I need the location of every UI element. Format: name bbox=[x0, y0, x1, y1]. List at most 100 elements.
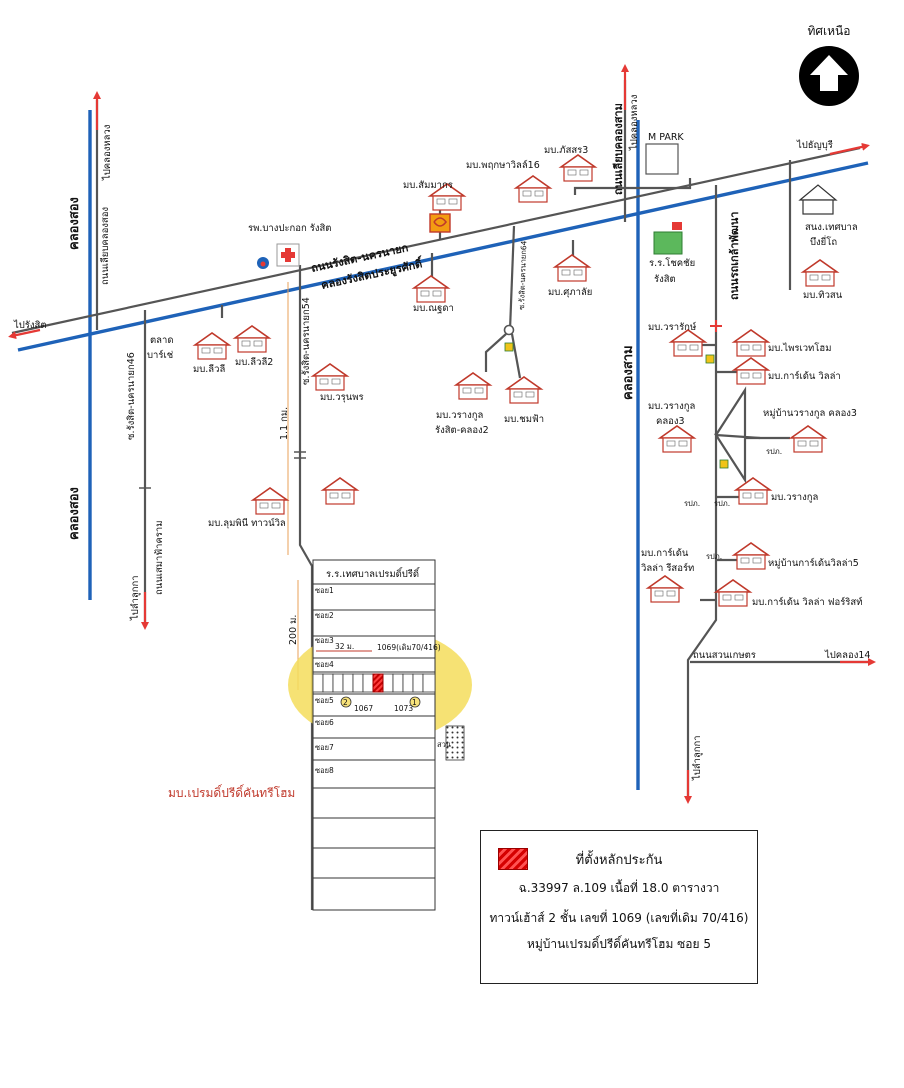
road-label-lat-khlong-song: ถนนเลียบคลองสอง bbox=[99, 207, 111, 285]
roundabout bbox=[503, 324, 515, 336]
house-icon bbox=[194, 332, 230, 360]
village-supalai: มบ.ศุภาลัย bbox=[548, 287, 592, 298]
seven-eleven-icon bbox=[719, 459, 729, 469]
distance-1-1km: 1.1 กม. bbox=[279, 407, 290, 440]
village-garden-resort-b: วิลล่า รีสอร์ท bbox=[640, 562, 694, 574]
road-label-romklao: ถนนรถเกล้าพัฒนา bbox=[728, 212, 741, 301]
rpk-label: รปภ. bbox=[766, 447, 782, 456]
canal-rangsit bbox=[17, 161, 869, 352]
road-label-sema: ถนนเสมาฟ้าคราม bbox=[154, 521, 165, 596]
canal-label-khlong-song-a: คลองสอง bbox=[67, 197, 82, 250]
village-chomfa: มบ.ชมฟ้า bbox=[504, 414, 544, 425]
soi-label: ซอย2 bbox=[315, 611, 334, 620]
village-warunporn: มบ.วรุนพร bbox=[320, 392, 364, 403]
distance-32m: 32 ม. bbox=[335, 642, 354, 651]
village-garden-forrest: มบ.การ์เด้น วิลล่า ฟอร์ริสท์ bbox=[752, 596, 862, 608]
house-icon bbox=[735, 477, 771, 505]
collateral-plot bbox=[372, 673, 384, 693]
road-warangkul-branch bbox=[484, 333, 507, 372]
legend-line-3: หมู่บ้านเปรมดิ์ปรีดิ์คันทรีโฮม ซอย 5 bbox=[526, 937, 711, 951]
village-warangkul-k3: หมู่บ้านวรางกูล คลอง3 bbox=[763, 408, 857, 419]
house-icon bbox=[670, 329, 706, 357]
house-icon bbox=[515, 175, 551, 203]
house-icon bbox=[322, 477, 358, 505]
road-chomfa-branch bbox=[510, 333, 522, 379]
village-tiwson: มบ.ทิวสน bbox=[803, 290, 843, 301]
dir-to-khlong-luang-2: ไปคลองหลวง bbox=[628, 95, 640, 151]
marker-2 bbox=[340, 696, 352, 708]
village-warangkul-k3-b: คลอง3 bbox=[656, 416, 685, 427]
house-icon bbox=[733, 357, 769, 385]
fuel-station-inner bbox=[260, 261, 266, 267]
soi-label: ซอย5 bbox=[315, 696, 334, 705]
place-municipal-office: สนง.เทศบาล bbox=[805, 222, 858, 233]
soi-label: ซอย8 bbox=[315, 766, 334, 775]
rpk-label: รปภ. bbox=[714, 499, 730, 508]
plot-1073: 1073 bbox=[394, 704, 413, 713]
north-indicator: ทิศเหนือ bbox=[797, 22, 861, 111]
legend-line-2: ทาวน์เฮ้าส์ 2 ชั้น เลขที่ 1069 (เลขที่เด… bbox=[489, 911, 749, 925]
m-park-label: M PARK bbox=[648, 132, 684, 143]
municipal-office-body bbox=[802, 199, 834, 215]
village-lumpini: มบ.ลุมพินี ทาวน์วิล bbox=[208, 517, 286, 529]
canal-label-khlong-sam: คลองสาม bbox=[621, 345, 636, 400]
seven-eleven-icon bbox=[504, 342, 514, 352]
school-chokchai-flag bbox=[672, 222, 682, 230]
village-garden-villa5: หมู่บ้านการ์เด้นวิลล่า5 bbox=[768, 557, 859, 569]
village-warangkul-b: รังสิต-คลอง2 bbox=[435, 425, 489, 436]
house-icon bbox=[234, 325, 270, 353]
village-garden-villa: มบ.การ์เด้น วิลล่า bbox=[768, 370, 841, 382]
soi-label: ซอย6 bbox=[315, 718, 334, 727]
main-road bbox=[11, 146, 861, 335]
place-school-chokchai: ร.ร.โชคชัย bbox=[649, 257, 695, 269]
village-lisa2: มบ.ลีวลี2 bbox=[235, 356, 273, 368]
school-prem-box bbox=[312, 559, 436, 585]
north-label: ทิศเหนือ bbox=[807, 24, 851, 38]
hospital-cross-h bbox=[281, 252, 295, 258]
collateral-swatch bbox=[498, 848, 528, 870]
soi-lots bbox=[312, 583, 436, 911]
village-phruksa16: มบ.พฤกษาวิลล์16 bbox=[466, 159, 540, 171]
townhouse-row bbox=[312, 673, 436, 693]
place-school-chokchai2: รังสิต bbox=[654, 274, 676, 285]
north-arrow-icon bbox=[799, 46, 859, 106]
arrow-to-rangsit bbox=[8, 328, 41, 340]
village-sammakorn: มบ.สัมมากร bbox=[403, 180, 453, 191]
plot-1067: 1067 bbox=[354, 704, 373, 713]
soi-label: ซอย4 bbox=[315, 660, 334, 669]
canal-label-khlong-song-b: คลองสอง bbox=[67, 487, 82, 540]
house-icon bbox=[733, 542, 769, 570]
road-fork bbox=[713, 386, 761, 484]
sammakorn-logo-mark bbox=[433, 217, 448, 227]
house-icon bbox=[560, 154, 596, 182]
road-label-soi64: ซ.รังสิต-นครนายก64 bbox=[517, 240, 528, 310]
municipal-office-icon bbox=[798, 184, 838, 201]
road-mpark bbox=[573, 178, 692, 195]
road-soi64 bbox=[508, 225, 516, 331]
distance-200m: 200 ม. bbox=[288, 615, 299, 645]
legend-line-1: ฉ.33997 ล.109 เนื้อที่ 18.0 ตารางวา bbox=[518, 881, 720, 895]
house-icon bbox=[647, 575, 683, 603]
rpk-label: รปภ. bbox=[684, 499, 700, 508]
road-label-soi46: ซ.รังสิต-นครนายก46 bbox=[126, 352, 137, 440]
house-icon bbox=[413, 275, 449, 303]
village-pruksa-home: มบ.ไพรเวทโฮม bbox=[768, 342, 831, 354]
house-icon bbox=[733, 329, 769, 357]
village-garden-resort-a: มบ.การ์เด้น bbox=[641, 547, 689, 559]
road-romklao bbox=[686, 185, 718, 800]
house-icon bbox=[312, 363, 348, 391]
place-school-prem: ร.ร.เทศบาลเปรมดิ์ปรีดิ์ bbox=[326, 566, 421, 580]
place-park: สวน bbox=[437, 740, 451, 749]
place-hospital: รพ.บางปะกอก รังสิต bbox=[248, 223, 331, 234]
park-area bbox=[445, 725, 465, 761]
road-soi54 bbox=[298, 265, 314, 910]
house-icon bbox=[659, 425, 695, 453]
seven-eleven-icon bbox=[705, 354, 715, 364]
legend-box: ที่ตั้งหลักประกัน ฉ.33997 ล.109 เนื้อที่… bbox=[480, 830, 758, 984]
place-market: ตลาด bbox=[150, 335, 174, 346]
place-municipal-office2: บึงยี่โถ bbox=[810, 235, 837, 248]
house-icon bbox=[802, 259, 838, 287]
house-icon bbox=[506, 376, 542, 404]
village-lisa: มบ.ลีวลี bbox=[193, 363, 225, 375]
